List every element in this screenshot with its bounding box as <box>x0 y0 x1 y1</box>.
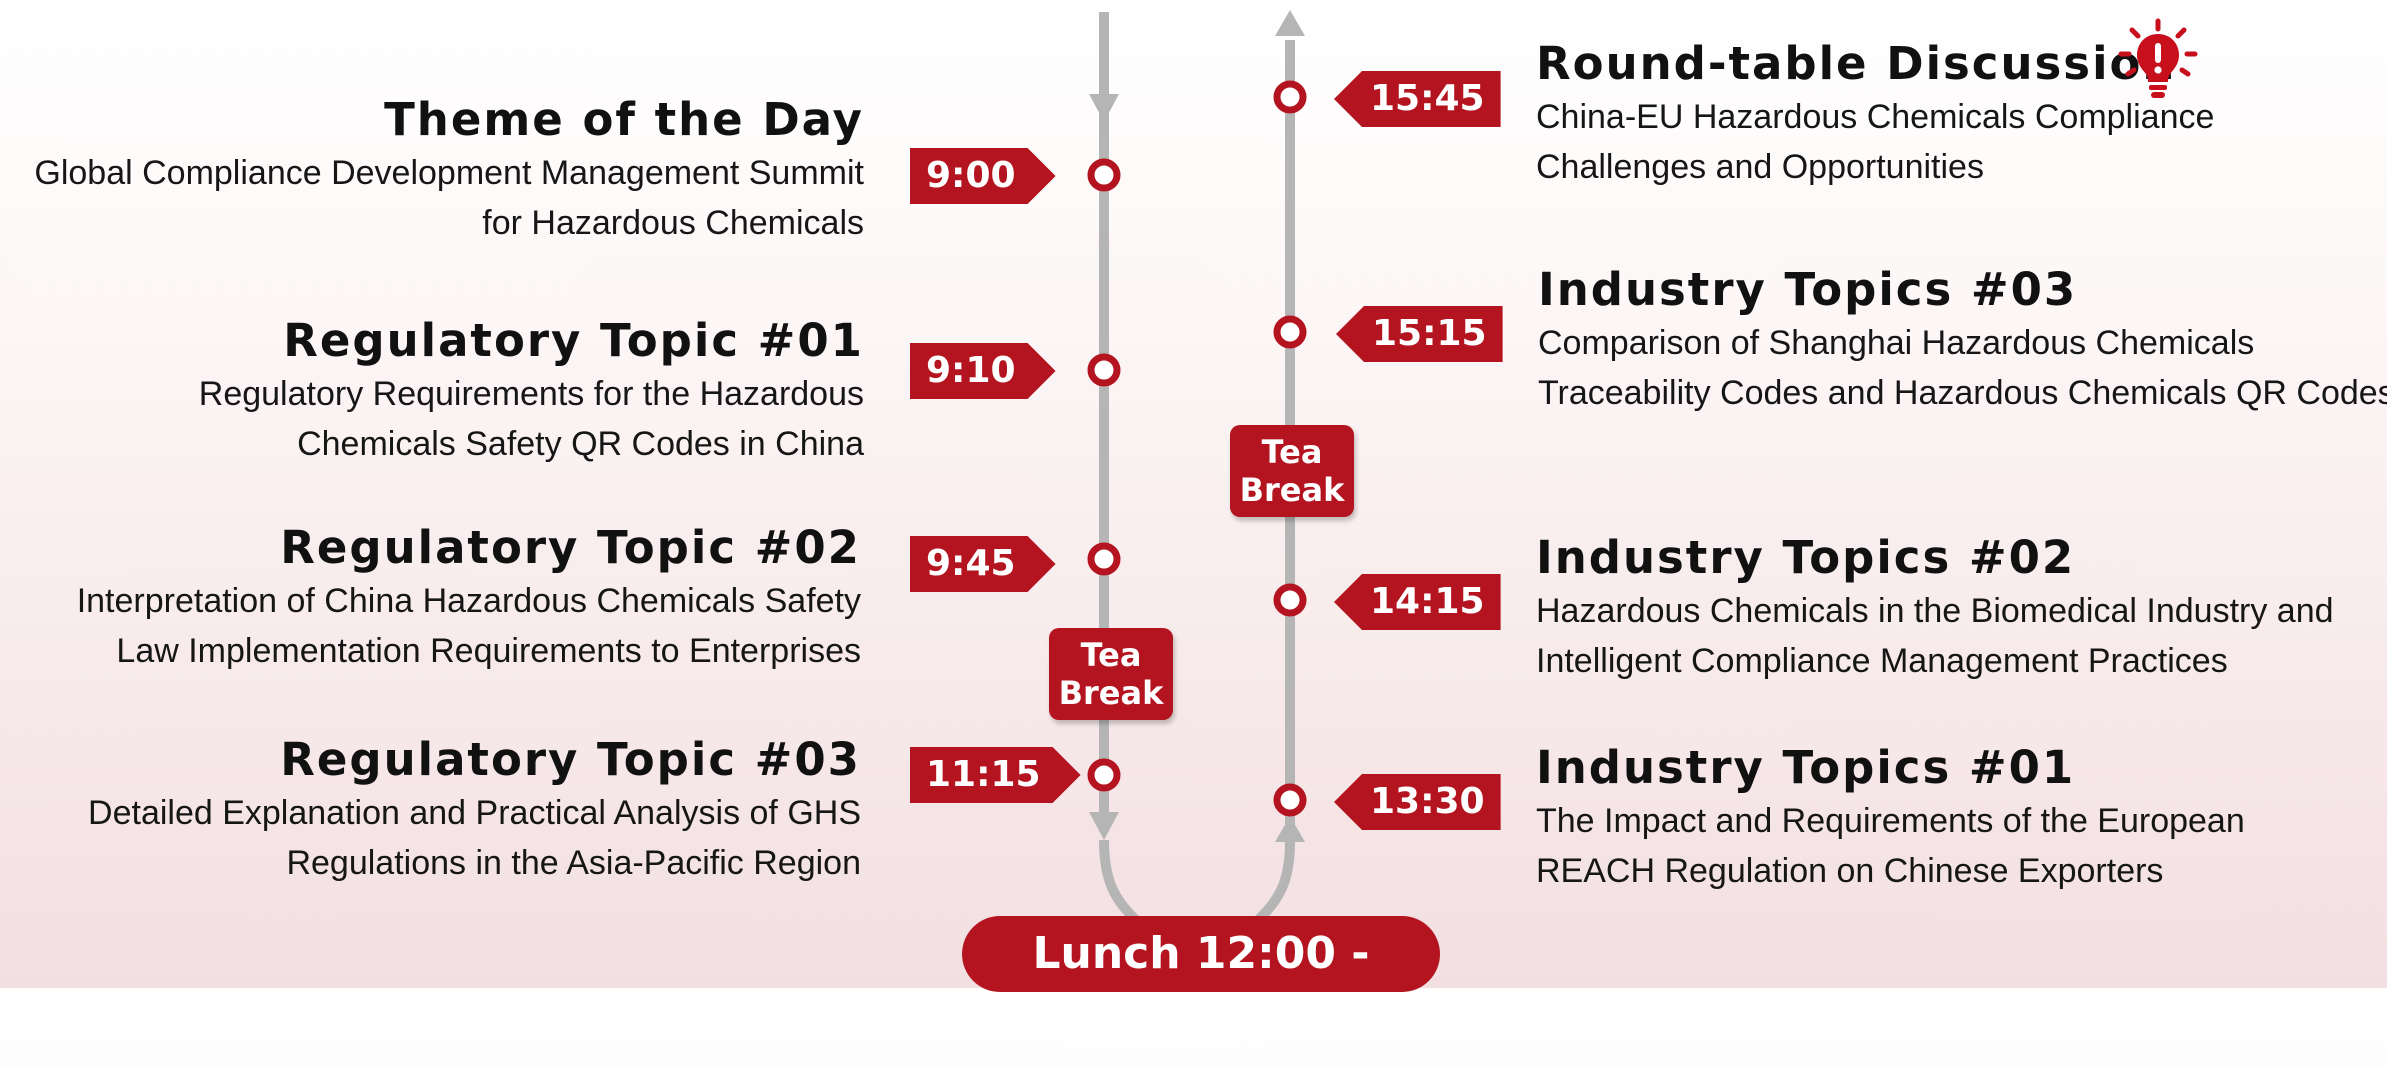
node-9-45 <box>1087 542 1121 576</box>
session-theme-of-the-day: Theme of the Day Global Compliance Devel… <box>34 92 864 248</box>
tea-break-morning: Tea Break <box>1049 628 1173 720</box>
session-desc-line: China-EU Hazardous Chemicals Compliance <box>1536 98 2215 136</box>
session-industry-topics-03: Industry Topics #03 Comparison of Shangh… <box>1538 262 2387 418</box>
session-desc-line: Detailed Explanation and Practical Analy… <box>88 794 861 832</box>
morning-arrow-bottom <box>1089 812 1119 840</box>
session-title: Round-table Discussion <box>1536 37 2177 90</box>
afternoon-arrow-bottom <box>1275 816 1305 842</box>
session-desc-line: Interpretation of China Hazardous Chemic… <box>76 582 861 620</box>
session-desc-line: Traceability Codes and Hazardous Chemica… <box>1538 374 2387 412</box>
node-11-15 <box>1087 758 1121 792</box>
session-title: Industry Topics #03 <box>1538 263 2078 316</box>
node-15-15 <box>1273 315 1307 349</box>
session-regulatory-topic-02: Regulatory Topic #02 Interpretation of C… <box>77 520 861 676</box>
session-industry-topics-02: Industry Topics #02 Hazardous Chemicals … <box>1536 530 2334 686</box>
session-desc-line: Intelligent Compliance Management Practi… <box>1536 642 2228 680</box>
session-title: Industry Topics #02 <box>1536 531 2076 584</box>
session-desc-line: Chemicals Safety QR Codes in China <box>297 425 864 463</box>
session-industry-topics-01: Industry Topics #01 The Impact and Requi… <box>1536 740 2245 896</box>
session-desc-line: The Impact and Requirements of the Europ… <box>1536 802 2245 840</box>
lightbulb-icon <box>2118 18 2198 98</box>
node-9-00 <box>1087 158 1121 192</box>
session-round-table-discussion: Round-table Discussion China-EU Hazardou… <box>1536 36 2214 192</box>
time-tag-9-45: 9:45 <box>910 536 1056 592</box>
tea-break-afternoon: Tea Break <box>1230 425 1354 517</box>
session-title: Regulatory Topic #02 <box>280 521 861 574</box>
tea-break-line: Break <box>1058 674 1164 712</box>
session-desc-line: Law Implementation Requirements to Enter… <box>116 632 861 670</box>
session-title: Regulatory Topic #03 <box>280 733 861 786</box>
session-regulatory-topic-01: Regulatory Topic #01 Regulatory Requirem… <box>199 313 864 469</box>
session-desc-line: REACH Regulation on Chinese Exporters <box>1536 852 2164 890</box>
session-desc-line: Challenges and Opportunities <box>1536 148 1984 186</box>
time-tag-13-30: 13:30 <box>1334 774 1501 830</box>
session-title: Industry Topics #01 <box>1536 741 2076 794</box>
session-title: Theme of the Day <box>384 93 864 146</box>
tea-break-line: Tea <box>1261 433 1323 471</box>
lunch-connector <box>1099 839 1295 926</box>
node-13-30 <box>1273 783 1307 817</box>
session-regulatory-topic-03: Regulatory Topic #03 Detailed Explanatio… <box>88 732 861 888</box>
tea-break-line: Break <box>1239 471 1345 509</box>
afternoon-arrow-top <box>1275 10 1305 36</box>
tea-break-line: Tea <box>1080 636 1142 674</box>
session-desc-line: Regulatory Requirements for the Hazardou… <box>198 375 864 413</box>
time-tag-9-10: 9:10 <box>910 343 1056 399</box>
morning-arrow-top <box>1089 94 1119 122</box>
time-tag-14-15: 14:15 <box>1334 574 1501 630</box>
time-tag-9-00: 9:00 <box>910 148 1056 204</box>
lunch-pill: Lunch 12:00 - 13:30 <box>962 916 1440 1055</box>
session-desc-line: Comparison of Shanghai Hazardous Chemica… <box>1538 324 2255 362</box>
node-14-15 <box>1273 583 1307 617</box>
session-title: Regulatory Topic #01 <box>283 314 864 367</box>
session-desc-line: Global Compliance Development Management… <box>34 154 864 192</box>
session-desc-line: Hazardous Chemicals in the Biomedical In… <box>1536 592 2334 630</box>
time-tag-11-15: 11:15 <box>910 747 1081 803</box>
node-15-45 <box>1273 80 1307 114</box>
node-9-10 <box>1087 353 1121 387</box>
session-desc-line: for Hazardous Chemicals <box>482 204 864 242</box>
time-tag-15-45: 15:45 <box>1334 71 1501 127</box>
time-tag-15-15: 15:15 <box>1336 306 1503 362</box>
session-desc-line: Regulations in the Asia-Pacific Region <box>286 844 861 882</box>
